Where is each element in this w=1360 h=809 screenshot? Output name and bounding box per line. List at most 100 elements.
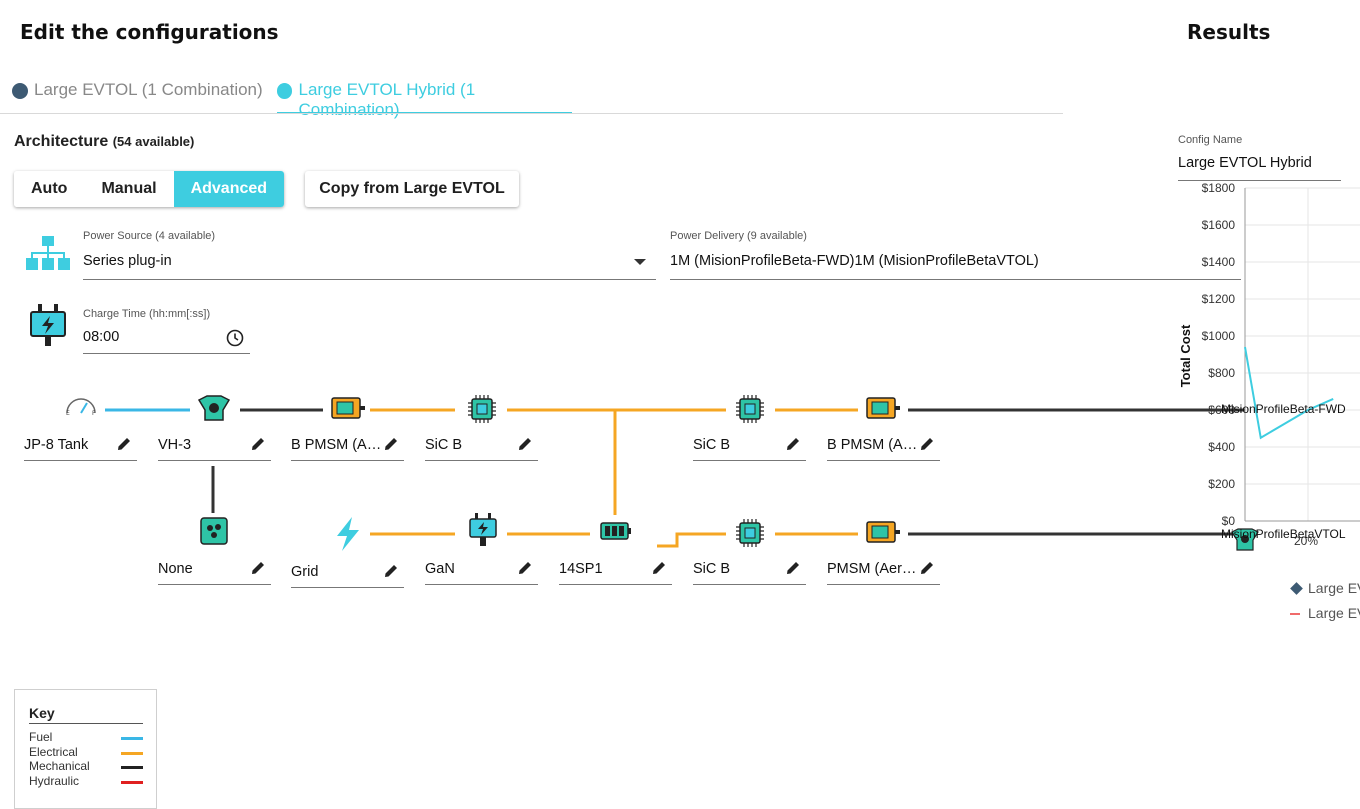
power-delivery-label: Power Delivery (9 available) [670, 230, 807, 242]
tab-large-evtol-hybrid[interactable]: Large EVTOL Hybrid (1 Combination) [277, 80, 572, 119]
motor-icon [866, 397, 900, 419]
config-name-underline [1178, 180, 1341, 181]
charge-time-input[interactable]: 08:00 [83, 329, 120, 345]
svg-text:F: F [92, 410, 96, 416]
key-mechanical-swatch [121, 766, 143, 769]
pencil-icon[interactable] [918, 559, 936, 577]
key-title: Key [29, 705, 55, 721]
node-field-gan[interactable]: GaN [425, 555, 538, 585]
chip-icon [736, 395, 764, 423]
y-tick-label: $1200 [1202, 292, 1236, 306]
charger-icon [30, 304, 66, 346]
chip-icon [736, 519, 764, 547]
legend-label: Large EV [1308, 580, 1360, 596]
architecture-heading: Architecture (54 available) [14, 133, 194, 151]
node-label: SiC B [425, 437, 463, 453]
key-fuel-swatch [121, 737, 143, 740]
annotation-vtol: MisionProfileBetaVTOL [1221, 527, 1346, 541]
pencil-icon[interactable] [918, 435, 936, 453]
node-field-pmsm[interactable]: PMSM (Aero… [827, 555, 940, 585]
power-delivery-underline [670, 279, 1241, 280]
charge-time-label: Charge Time (hh:mm[:ss]) [83, 308, 211, 320]
legend-item-2[interactable]: Large EV [1290, 605, 1360, 621]
pencil-icon[interactable] [516, 435, 534, 453]
architecture-count: (54 available) [112, 134, 195, 149]
pencil-icon[interactable] [382, 562, 400, 580]
node-field-vh3[interactable]: VH-3 [158, 431, 271, 461]
tab-dot-icon [277, 83, 293, 99]
config-name-label: Config Name [1178, 134, 1243, 146]
node-field-sic-b-3[interactable]: SiC B [693, 555, 806, 585]
motor-icon [866, 521, 900, 543]
node-field-b-pmsm-1[interactable]: B PMSM (Aer… [291, 431, 404, 461]
pencil-icon[interactable] [382, 435, 400, 453]
legend-label: Large EV [1308, 605, 1360, 621]
pencil-icon[interactable] [650, 559, 668, 577]
annotation-fwd: MisionProfileBeta-FWD [1221, 402, 1346, 416]
node-label: Grid [291, 564, 319, 580]
pencil-icon[interactable] [249, 559, 267, 577]
key-electrical-label: Electrical [29, 745, 78, 759]
charge-time-underline [83, 353, 250, 354]
node-field-jp8-tank[interactable]: JP-8 Tank [24, 431, 137, 461]
dash-icon [1290, 613, 1300, 616]
node-label: PMSM (Aero… [827, 561, 919, 577]
key-electrical-swatch [121, 752, 143, 755]
mode-advanced-button[interactable]: Advanced [173, 171, 285, 207]
pencil-icon[interactable] [516, 559, 534, 577]
hierarchy-icon [26, 236, 70, 270]
y-tick-label: $1600 [1202, 218, 1236, 232]
y-tick-label: $800 [1208, 366, 1235, 380]
y-tick-label: $1400 [1202, 255, 1236, 269]
key-legend: Key Fuel Electrical Mechanical Hydraulic [14, 689, 157, 809]
power-source-select[interactable]: Series plug-in [83, 253, 172, 269]
tab-label: Large EVTOL (1 Combination) [34, 80, 263, 99]
mode-auto-button[interactable]: Auto [14, 171, 85, 207]
results-title: Results [1187, 20, 1271, 44]
pencil-icon[interactable] [784, 435, 802, 453]
node-label: B PMSM (Aer… [291, 437, 383, 453]
clock-icon[interactable] [226, 329, 244, 347]
pencil-icon[interactable] [784, 559, 802, 577]
node-field-none[interactable]: None [158, 555, 271, 585]
architecture-label: Architecture [14, 133, 109, 150]
battery-icon [600, 522, 631, 540]
page-title: Edit the configurations [20, 20, 279, 44]
node-label: JP-8 Tank [24, 437, 89, 453]
y-tick-label: $600 [1208, 403, 1235, 417]
y-tick-label: $1800 [1202, 181, 1236, 195]
series-line [1244, 346, 1334, 440]
power-delivery-select[interactable]: 1M (MisionProfileBeta-FWD)1M (MisionProf… [670, 253, 1039, 269]
pencil-icon[interactable] [249, 435, 267, 453]
grid-lightning-icon [337, 517, 359, 551]
legend-item-1[interactable]: Large EV [1290, 580, 1360, 596]
total-cost-chart: $1800$1600$1400$1200$1000$800$600$400$20… [1178, 181, 1360, 548]
node-field-sic-b-2[interactable]: SiC B [693, 431, 806, 461]
node-label: 14SP1 [559, 561, 603, 577]
architecture-diagram-lines [105, 408, 1245, 548]
tab-label: Large EVTOL Hybrid (1 Combination) [298, 80, 476, 119]
diamond-icon [1290, 582, 1303, 595]
converter-icon [469, 513, 497, 546]
copy-from-large-evtol-button[interactable]: Copy from Large EVTOL [305, 171, 519, 207]
hydraulic-unit-icon [200, 517, 228, 545]
node-label: B PMSM (Aer… [827, 437, 919, 453]
y-tick-label: $0 [1222, 514, 1236, 528]
node-field-14sp1[interactable]: 14SP1 [559, 555, 672, 585]
fuel-gauge-icon: E F [66, 398, 96, 416]
mode-manual-button[interactable]: Manual [84, 171, 174, 207]
rotor-icon [1231, 528, 1259, 551]
node-field-b-pmsm-2[interactable]: B PMSM (Aer… [827, 431, 940, 461]
chevron-down-icon[interactable] [633, 258, 647, 266]
node-field-grid[interactable]: Grid [291, 558, 404, 588]
node-label: SiC B [693, 561, 731, 577]
mode-button-group: Auto Manual Advanced [14, 171, 285, 207]
tab-large-evtol[interactable]: Large EVTOL (1 Combination) [12, 80, 263, 114]
y-tick-label: $400 [1208, 440, 1235, 454]
y-tick-label: $1000 [1202, 329, 1236, 343]
node-field-sic-b-1[interactable]: SiC B [425, 431, 538, 461]
node-label: SiC B [693, 437, 731, 453]
config-name-input[interactable]: Large EVTOL Hybrid [1178, 155, 1312, 171]
pencil-icon[interactable] [115, 435, 133, 453]
motor-icon [331, 397, 365, 419]
